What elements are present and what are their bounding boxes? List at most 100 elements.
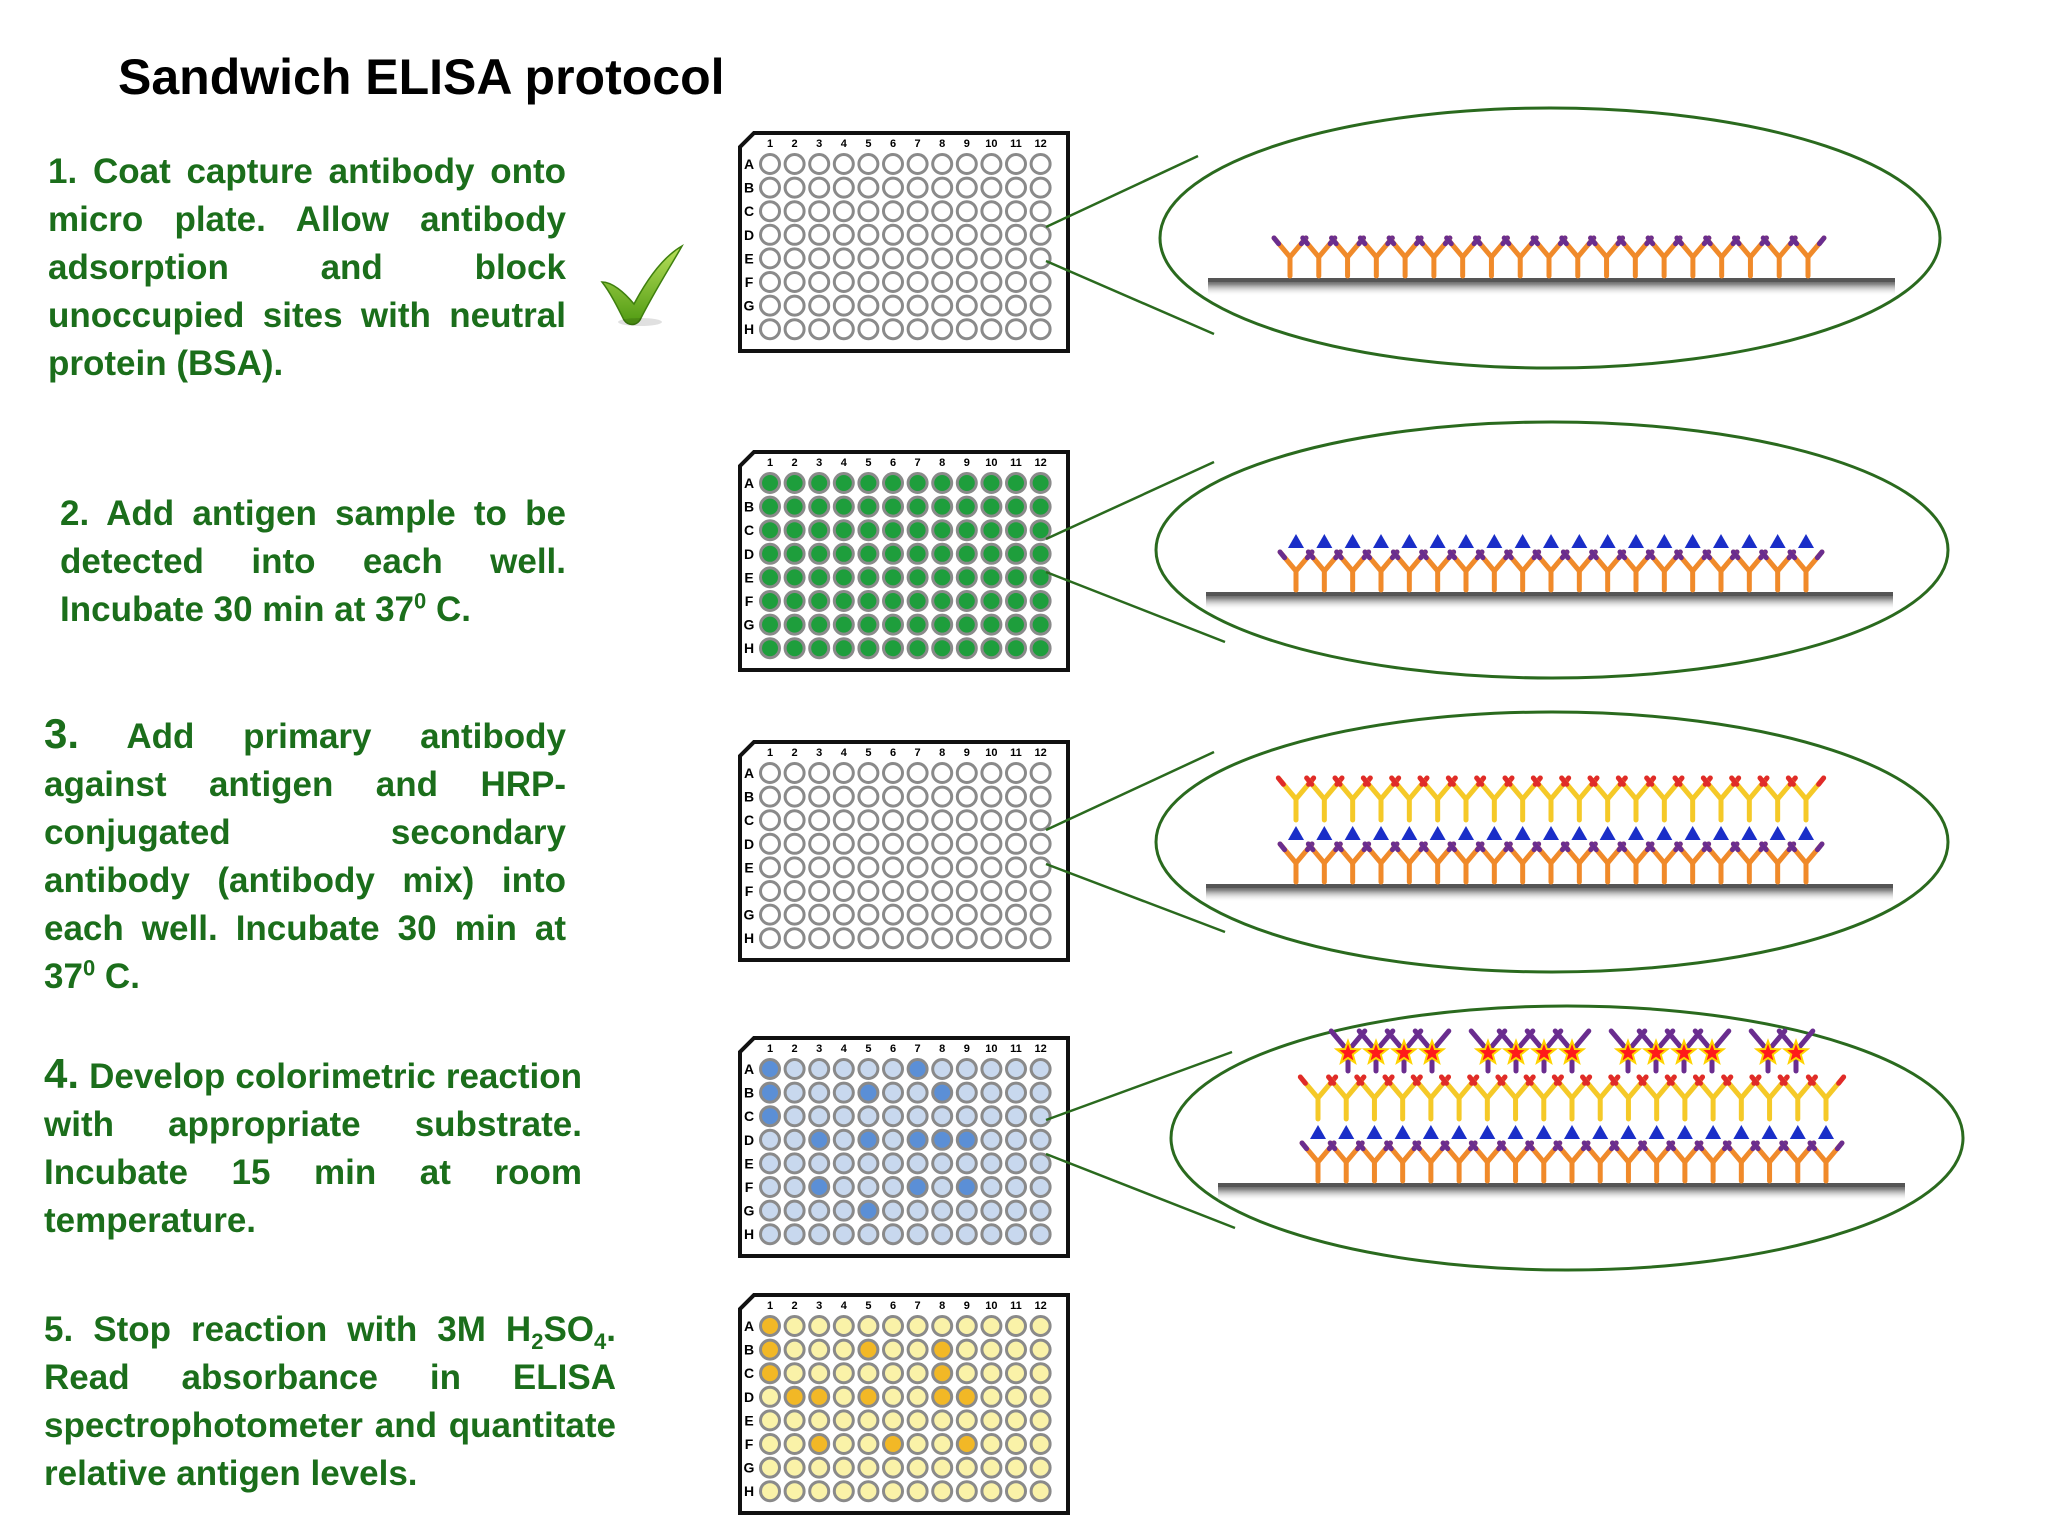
well	[832, 542, 855, 565]
well	[1005, 176, 1027, 199]
well	[857, 566, 880, 589]
well	[882, 1128, 904, 1151]
column-label: 3	[816, 747, 822, 759]
well	[955, 472, 978, 494]
well	[1029, 809, 1052, 832]
well	[955, 247, 978, 270]
well	[832, 247, 855, 270]
well	[832, 1409, 855, 1432]
magnified-well-2	[1045, 420, 1950, 680]
well	[1029, 1105, 1052, 1128]
row-label: C	[744, 1365, 754, 1381]
well	[832, 832, 855, 855]
well	[906, 176, 929, 199]
well	[980, 832, 1003, 855]
well	[955, 318, 978, 341]
antigen	[1741, 826, 1758, 840]
primary-antibody-tip	[1467, 1074, 1478, 1086]
well	[857, 1480, 880, 1503]
capture-antibody-tip	[1532, 841, 1543, 853]
checkmark-icon	[600, 244, 684, 326]
well	[1005, 832, 1027, 855]
well	[931, 247, 954, 270]
primary-antibody-tip	[1700, 775, 1711, 787]
capture-antibody-tip	[1530, 235, 1541, 247]
well	[906, 903, 929, 926]
well	[906, 613, 929, 636]
well	[906, 294, 929, 317]
well	[931, 1338, 954, 1361]
well	[1029, 271, 1052, 293]
well	[1029, 1128, 1052, 1151]
well	[1029, 1199, 1052, 1222]
well	[1005, 1128, 1027, 1151]
well	[832, 318, 855, 341]
column-label: 3	[816, 1043, 822, 1055]
zoom-line	[1045, 1152, 1236, 1230]
well	[906, 1081, 929, 1104]
well	[1005, 294, 1027, 317]
well	[759, 176, 781, 199]
well	[832, 200, 855, 223]
well	[980, 762, 1003, 784]
well	[832, 495, 855, 518]
well	[955, 153, 978, 175]
capture-antibody-tip	[1816, 235, 1827, 247]
well	[1029, 223, 1052, 246]
column-label: 9	[964, 1043, 970, 1055]
well	[759, 613, 781, 636]
row-label: D	[744, 1389, 754, 1405]
well	[955, 1081, 978, 1104]
well	[759, 1199, 781, 1222]
well	[783, 785, 806, 808]
well	[980, 1152, 1003, 1175]
antigen	[1676, 1125, 1693, 1139]
row-label: F	[745, 1179, 754, 1195]
well	[882, 613, 904, 636]
step-1-text: 1. Coat capture antibody onto micro plat…	[48, 148, 566, 388]
column-label: 4	[841, 457, 848, 469]
well	[955, 223, 978, 246]
well	[783, 856, 806, 879]
well	[832, 637, 855, 660]
primary-antibody-tip	[1785, 775, 1796, 787]
capture-antibody-tip	[1415, 235, 1425, 247]
well	[808, 1480, 831, 1503]
well	[1005, 785, 1027, 808]
well	[759, 1128, 781, 1151]
column-label: 12	[1034, 457, 1046, 469]
well	[832, 880, 855, 902]
step-3-number: 3.	[44, 710, 80, 757]
capture-antibody-tip	[1532, 549, 1543, 561]
well	[1005, 856, 1027, 879]
well	[857, 832, 880, 855]
well	[931, 1362, 954, 1385]
well	[1005, 247, 1027, 270]
well	[882, 856, 904, 879]
well	[882, 1338, 904, 1361]
column-label: 2	[792, 138, 798, 150]
well	[759, 519, 781, 542]
plate-surface-edge	[1206, 884, 1893, 888]
capture-antibody-tip	[1334, 549, 1344, 561]
row-label: F	[745, 593, 754, 609]
row-label: E	[744, 1412, 753, 1428]
well	[1029, 856, 1052, 879]
well	[783, 1385, 806, 1408]
well	[808, 1105, 831, 1128]
well	[808, 519, 831, 542]
column-label: 3	[816, 457, 822, 469]
column-label: 8	[939, 1043, 945, 1055]
well	[955, 495, 978, 518]
well	[759, 153, 781, 175]
primary-antibody-tip	[1587, 775, 1598, 787]
primary-antibody-tip	[1664, 1074, 1675, 1086]
well	[759, 856, 781, 879]
row-label: G	[744, 1460, 755, 1476]
antigen	[1684, 534, 1701, 548]
antigen	[1316, 826, 1333, 840]
capture-antibody-tip	[1419, 549, 1429, 561]
capture-antibody-tip	[1501, 235, 1512, 247]
well	[857, 1128, 880, 1151]
well	[882, 200, 904, 223]
